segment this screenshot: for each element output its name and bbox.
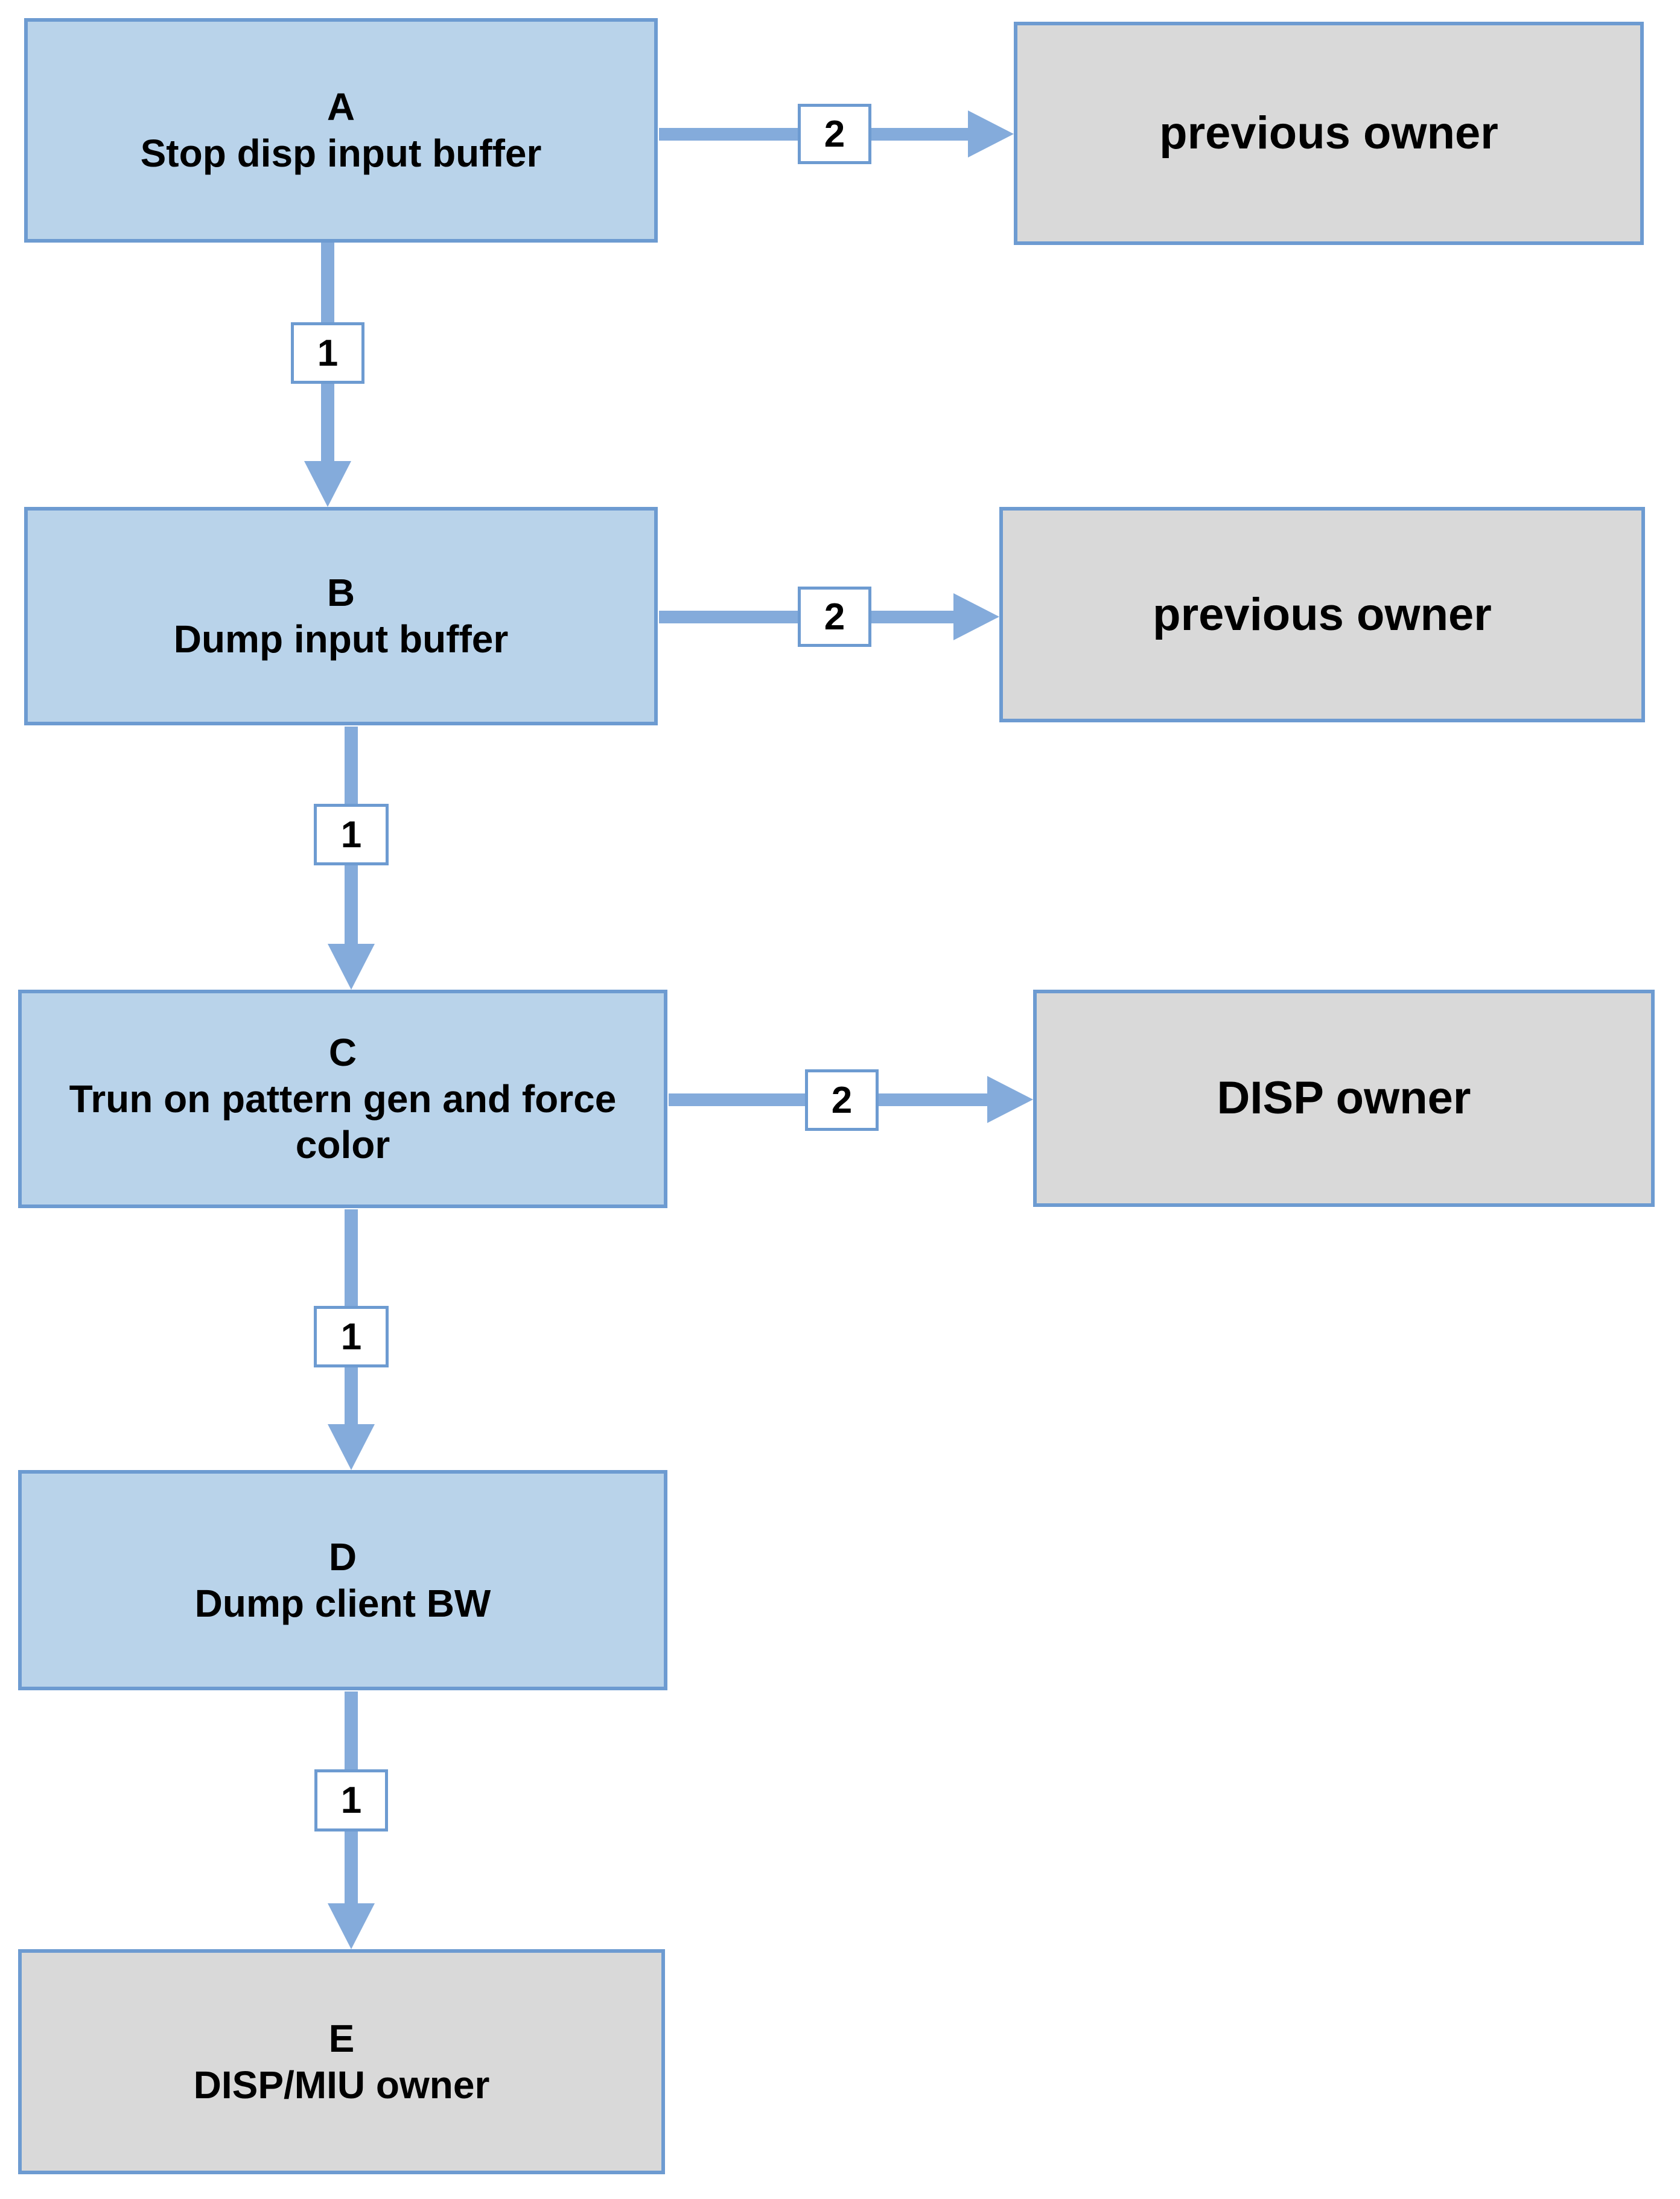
- node-previous-owner-1: previous owner: [1014, 22, 1644, 245]
- edge-label-c-disp: 2: [805, 1069, 879, 1131]
- edge-label-a-prev1: 2: [798, 104, 871, 164]
- edge-label-c-disp-text: 2: [831, 1079, 853, 1121]
- node-a-letter: A: [326, 85, 355, 129]
- node-disp-owner: DISP owner: [1033, 990, 1655, 1207]
- node-c-label: Trun on pattern gen and force color: [69, 1077, 617, 1167]
- node-e-label: DISP/MIU owner: [193, 2063, 490, 2107]
- arrow-a-to-prev1-head-icon: [968, 110, 1014, 158]
- arrow-b-to-prev2-head-icon: [953, 593, 999, 640]
- edge-label-b-c-text: 1: [340, 813, 362, 856]
- node-b-label: Dump input buffer: [173, 617, 509, 661]
- edge-label-b-prev2-text: 2: [824, 596, 845, 638]
- node-d-letter: D: [328, 1535, 357, 1579]
- node-e: E DISP/MIU owner: [18, 1949, 665, 2174]
- arrow-c-to-disp-head-icon: [987, 1076, 1033, 1123]
- node-b: B Dump input buffer: [24, 507, 658, 725]
- edge-label-b-prev2: 2: [798, 587, 871, 647]
- edge-label-d-e: 1: [314, 1769, 388, 1831]
- edge-label-c-d: 1: [314, 1306, 389, 1367]
- arrow-b-to-c-head-icon: [328, 944, 375, 990]
- node-disp-owner-label: DISP owner: [1217, 1072, 1471, 1124]
- edge-label-a-prev1-text: 2: [824, 113, 845, 155]
- arrow-c-to-d-head-icon: [328, 1424, 375, 1470]
- node-d: D Dump client BW: [18, 1470, 667, 1690]
- node-previous-owner-2-label: previous owner: [1153, 588, 1492, 640]
- edge-label-a-b: 1: [291, 322, 364, 384]
- arrow-a-to-b-head-icon: [304, 461, 351, 507]
- arrow-d-to-e-head-icon: [328, 1903, 375, 1949]
- edge-label-b-c: 1: [314, 804, 389, 865]
- edge-label-c-d-text: 1: [340, 1316, 362, 1358]
- node-previous-owner-1-label: previous owner: [1159, 107, 1498, 159]
- node-previous-owner-2: previous owner: [999, 507, 1645, 722]
- node-b-letter: B: [326, 571, 355, 615]
- edge-label-a-b-text: 1: [317, 332, 339, 374]
- edge-label-d-e-text: 1: [340, 1780, 362, 1821]
- node-d-label: Dump client BW: [194, 1581, 491, 1625]
- node-a: A Stop disp input buffer: [24, 18, 658, 243]
- node-c: C Trun on pattern gen and force color: [18, 990, 667, 1208]
- node-e-letter: E: [328, 2016, 355, 2060]
- node-c-letter: C: [328, 1030, 357, 1074]
- node-a-label: Stop disp input buffer: [140, 132, 542, 175]
